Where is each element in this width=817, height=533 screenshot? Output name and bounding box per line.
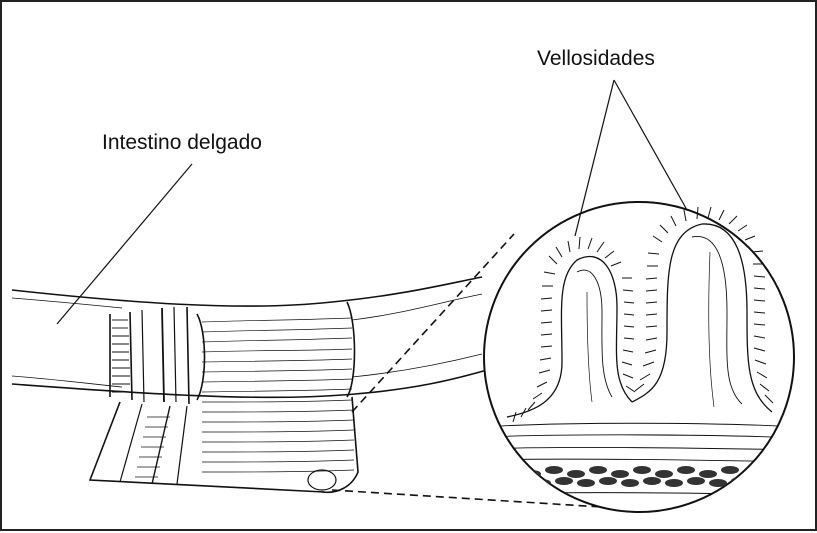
magnification-circle (484, 202, 794, 512)
muscle-bands (110, 302, 355, 404)
zoom-line-lower (332, 490, 602, 507)
leader-vellosidades-right (614, 80, 687, 210)
label-small-intestine: Intestino delgado (102, 132, 262, 153)
tube-top-edge (12, 277, 482, 306)
label-villi: Vellosidades (537, 48, 655, 69)
intestine-tube (12, 277, 487, 397)
tube-bottom-edge (12, 370, 487, 397)
